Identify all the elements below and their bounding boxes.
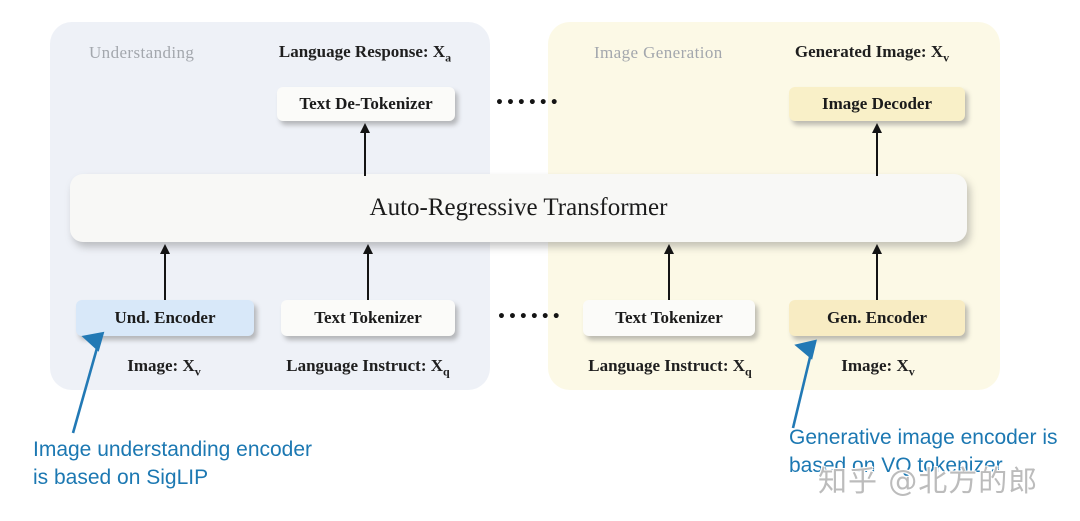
text-tokenizer-left-box: Text Tokenizer [281,300,455,336]
arrow-transformer-to-image-decoder [872,123,882,176]
arrow-gen-encoder-to-transformer [872,244,882,300]
language-response-label: Language Response: Xa [250,42,480,65]
language-response-text: Language Response: X [278,42,446,61]
vq-annotation-line2: based on VQ tokenizer [789,454,1003,477]
image-input-left-subscript: v [194,364,201,379]
language-instruct-right-label: Language Instruct: Xq [560,356,780,379]
language-instruct-right-subscript: q [745,364,752,379]
text-tokenizer-right-box: Text Tokenizer [583,300,755,336]
image-decoder-box: Image Decoder [789,87,965,121]
understanding-panel-title: Understanding [89,43,195,62]
vq-annotation: Generative image encoder is based on VQ … [789,424,1057,480]
image-input-left-text: Image: X [127,356,195,375]
ellipsis-dots-top: •••••• [495,95,561,111]
siglip-annotation-line1: Image understanding encoder [33,438,313,461]
zhihu-watermark: 知乎 @北方的郎 [818,464,1039,498]
ellipsis-dots-bottom: •••••• [497,309,563,325]
language-instruct-left-subscript: q [443,364,450,379]
language-instruct-right-text: Language Instruct: X [588,356,746,375]
image-input-left-label: Image: Xv [74,356,254,379]
generated-image-label: Generated Image: Xv [760,42,984,65]
generated-image-text: Generated Image: X [794,42,944,61]
vq-annotation-line1: Generative image encoder is [789,426,1058,449]
image-input-right-label: Image: Xv [768,356,988,379]
arrow-transformer-to-text-de-tokenizer [360,123,370,176]
auto-regressive-transformer-box: Auto-Regressive Transformer [70,174,967,242]
language-response-subscript: a [445,50,452,65]
generation-panel-title: Image Generation [594,43,723,62]
image-input-right-subscript: v [908,364,915,379]
siglip-annotation-line2: is based on SigLIP [33,466,209,489]
arrow-text-tokenizer-right-to-transformer [664,244,674,300]
siglip-annotation: Image understanding encoder is based on … [33,436,312,492]
text-de-tokenizer-box: Text De-Tokenizer [277,87,455,121]
generated-image-subscript: v [943,50,950,65]
image-input-right-text: Image: X [841,356,909,375]
arrow-und-encoder-to-transformer [160,244,170,300]
language-instruct-left-label: Language Instruct: Xq [258,356,478,379]
arrow-text-tokenizer-left-to-transformer [363,244,373,300]
und-encoder-box: Und. Encoder [76,300,254,336]
gen-encoder-box: Gen. Encoder [789,300,965,336]
language-instruct-left-text: Language Instruct: X [286,356,444,375]
